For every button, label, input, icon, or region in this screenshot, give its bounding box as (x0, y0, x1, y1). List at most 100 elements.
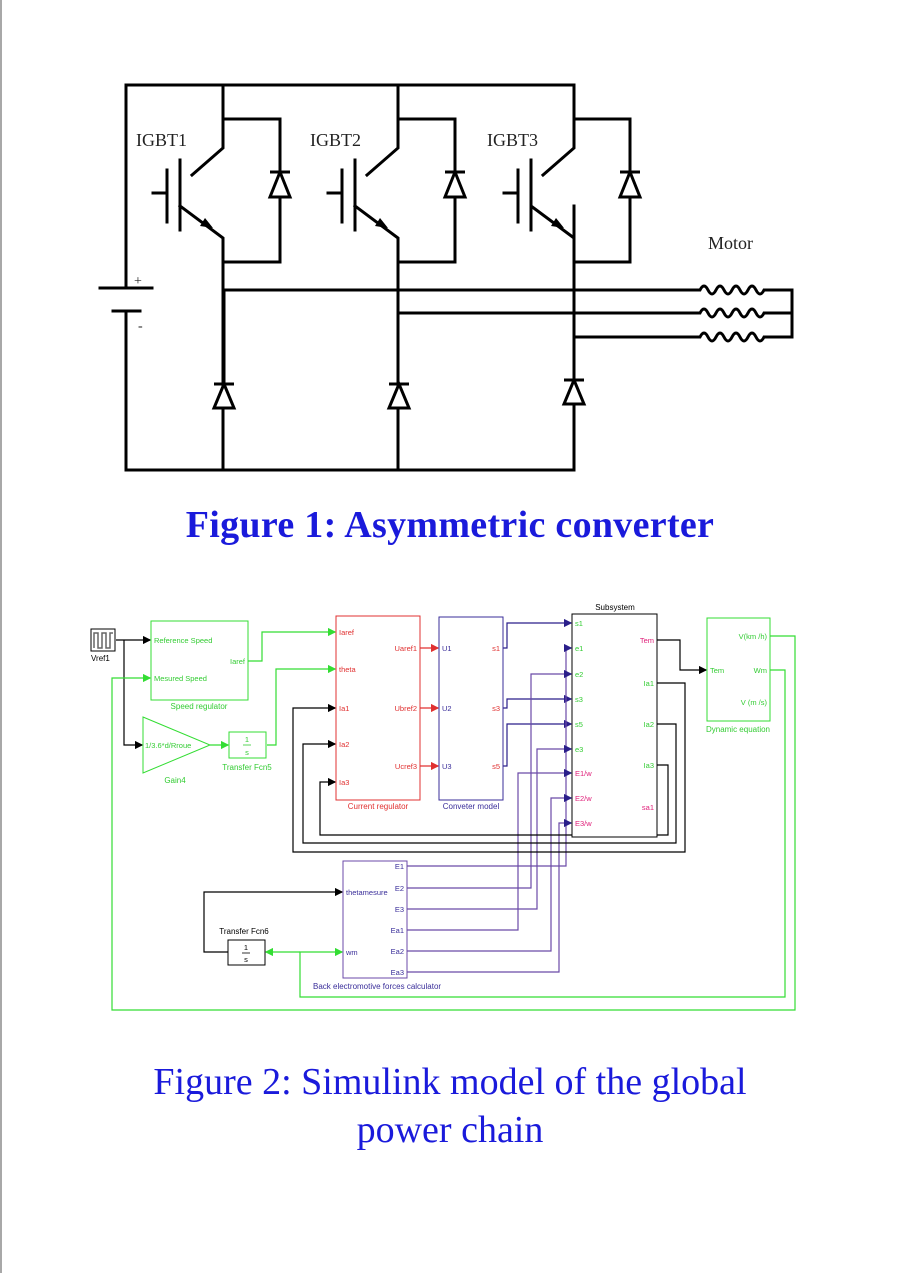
port-wm-in: wm (345, 948, 358, 957)
line-s5 (503, 719, 573, 767)
port-reference-speed: Reference Speed (154, 636, 212, 645)
tf5-numerator: 1 (245, 735, 249, 744)
line-tem (657, 639, 708, 675)
speed-regulator-label: Speed regulator (171, 702, 228, 711)
motor-windings (680, 284, 770, 343)
port-wm-out: Wm (754, 666, 767, 675)
igbt1-label: IGBT1 (136, 130, 187, 150)
igbt2-label: IGBT2 (310, 130, 361, 150)
port-u3: U3 (442, 762, 452, 771)
port-u1: U1 (442, 644, 452, 653)
port-sa1-out: sa1 (642, 803, 654, 812)
port-e2w-in: E2/w (575, 794, 592, 803)
port-thetamesure: thetamesure (346, 888, 388, 897)
line-s3 (503, 694, 573, 709)
port-ia3-out: Ia3 (644, 761, 654, 770)
line-tf6-to-theta (203, 887, 344, 953)
port-tem-out: Tem (640, 636, 654, 645)
port-s1-out: s1 (492, 644, 500, 653)
bemf-calculator-label: Back electromotive forces calculator (313, 982, 441, 991)
winding-icon (680, 307, 770, 319)
igbt1-leg (151, 83, 682, 472)
port-e2-in: e2 (575, 670, 583, 679)
converter-model-block[interactable]: U1 U2 U3 s1 s3 s5 Conveter model (438, 616, 504, 811)
diode-icon (386, 380, 412, 410)
port-s1-in: s1 (575, 619, 583, 628)
port-mesured-speed: Mesured Speed (154, 674, 207, 683)
port-theta: theta (339, 665, 357, 674)
line-iaref (248, 627, 337, 662)
port-iaref-in: Iaref (339, 628, 355, 637)
winding-icon (680, 284, 770, 296)
port-v-kmh: V(km /h) (739, 632, 768, 641)
diode-icon (267, 167, 293, 199)
motor-star-point (768, 288, 794, 339)
figure2-caption-line1: Figure 2: Simulink model of the global (153, 1061, 747, 1103)
dynamic-equation-block[interactable]: Tem V(km /h) Wm V (m /s) Dynamic equatio… (706, 617, 771, 734)
bemf-calculator-block[interactable]: thetamesure wm E1 E2 E3 Ea1 Ea2 Ea3 Back… (313, 860, 441, 991)
diode-icon (211, 380, 237, 410)
port-ea2-out: Ea2 (391, 947, 404, 956)
port-iaref-out: Iaref (230, 657, 246, 666)
port-ucref3: Ucref3 (395, 762, 417, 771)
port-tem-in: Tem (710, 666, 724, 675)
port-u2: U2 (442, 704, 452, 713)
port-e3-out: E3 (395, 905, 404, 914)
figure2-caption: Figure 2: Simulink model of the global p… (0, 1058, 900, 1154)
asymmetric-converter-circuit: IGBT1 IGBT2 IGBT3 Motor + - (98, 83, 794, 472)
port-e1-in: e1 (575, 644, 583, 653)
port-ea1-out: Ea1 (391, 926, 404, 935)
diode-icon (442, 167, 468, 199)
tf6-denominator: s (244, 955, 248, 964)
diode-icon (617, 167, 643, 199)
tf5-label: Transfer Fcn5 (222, 763, 272, 772)
port-e1-out: E1 (395, 862, 404, 871)
current-regulator-label: Current regulator (348, 802, 409, 811)
port-e2-out: E2 (395, 884, 404, 893)
motor-label: Motor (708, 233, 753, 253)
current-regulator-block[interactable]: Iaref theta Ia1 Ia2 Ia3 Uaref1 Ubref2 Uc… (335, 615, 421, 811)
gain-label: Gain4 (164, 776, 186, 785)
line-s1 (503, 618, 573, 649)
figure1-caption: Figure 1: Asymmetric converter (185, 504, 715, 546)
subsystem-label: Subsystem (595, 603, 635, 612)
vref-source-block[interactable]: Vref1 (90, 628, 116, 663)
port-e3-in: e3 (575, 745, 583, 754)
line-ea2 (407, 793, 573, 952)
diode-icon (561, 376, 587, 406)
port-ia2-out: Ia2 (644, 720, 654, 729)
port-uaref1: Uaref1 (394, 644, 417, 653)
gain-expression: 1/3.6*d/Rroue (145, 741, 191, 750)
port-s5-in: s5 (575, 720, 583, 729)
vref-label: Vref1 (91, 654, 110, 663)
port-e1w-in: E1/w (575, 769, 592, 778)
winding-icon (680, 331, 770, 343)
battery-plus-label: + (134, 274, 142, 289)
port-s3-in: s3 (575, 695, 583, 704)
port-s5-out: s5 (492, 762, 500, 771)
figure2-caption-line2: power chain (356, 1109, 544, 1151)
port-ia2-in: Ia2 (339, 740, 349, 749)
gain-block[interactable]: 1/3.6*d/Rroue Gain4 (142, 716, 212, 785)
port-e3w-in: E3/w (575, 819, 592, 828)
subsystem-block[interactable]: Subsystem s1 e1 e2 s3 s5 e3 E1/w E2/w E3… (571, 603, 658, 838)
port-ubref2: Ubref2 (394, 704, 417, 713)
port-ia3-in: Ia3 (339, 778, 349, 787)
page-left-border (0, 0, 2, 1273)
port-ea3-out: Ea3 (391, 968, 404, 977)
speed-regulator-block[interactable]: Reference Speed Mesured Speed Iaref Spee… (150, 620, 249, 711)
tf6-numerator: 1 (244, 943, 248, 952)
freewheel-diodes-top (267, 167, 643, 199)
line-ea3 (407, 818, 573, 973)
transfer-fcn5-block[interactable]: 1 s Transfer Fcn5 (222, 731, 272, 772)
dynamic-equation-label: Dynamic equation (706, 725, 770, 734)
transfer-fcn6-block[interactable]: Transfer Fcn6 1 s (219, 927, 269, 966)
igbt3-label: IGBT3 (487, 130, 538, 150)
tf6-label: Transfer Fcn6 (219, 927, 269, 936)
battery-minus-label: - (138, 319, 143, 334)
freewheel-diodes-bottom (211, 376, 587, 410)
port-ia1-in: Ia1 (339, 704, 349, 713)
tf5-denominator: s (245, 748, 249, 757)
port-v-ms: V (m /s) (741, 698, 768, 707)
signal-generator-icon (93, 632, 113, 649)
